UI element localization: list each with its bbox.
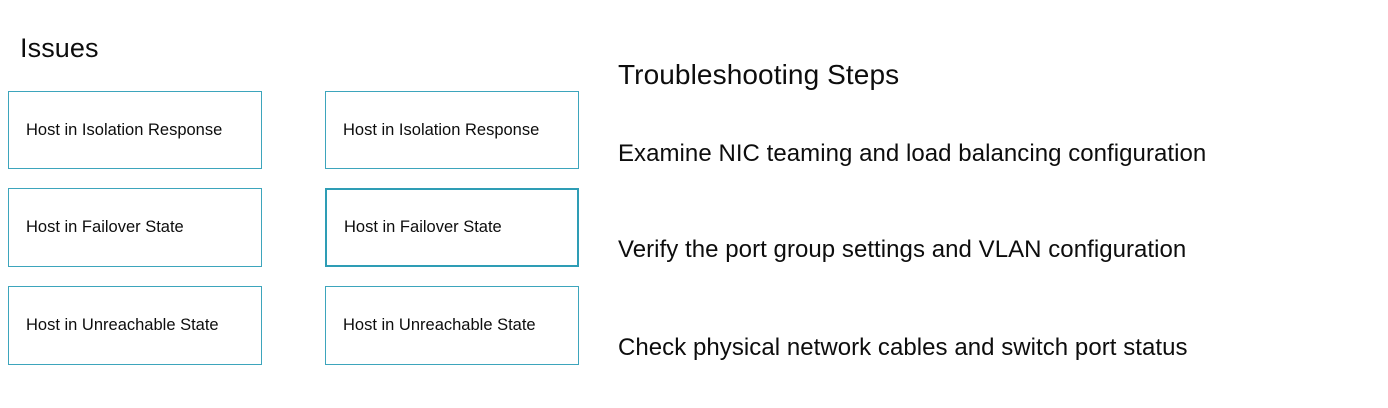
issue-column-primary: Host in Isolation Response Host in Failo… xyxy=(8,91,262,384)
troubleshooting-step-2: Verify the port group settings and VLAN … xyxy=(618,236,1187,263)
issue-box-host-in-unreachable-state[interactable]: Host in Unreachable State xyxy=(8,286,262,365)
issue-box-host-in-isolation-response[interactable]: Host in Isolation Response xyxy=(8,91,262,169)
issue-box-host-in-failover-state[interactable]: Host in Failover State xyxy=(8,188,262,267)
issue-box-label: Host in Isolation Response xyxy=(26,120,223,139)
issue-box-host-in-isolation-response[interactable]: Host in Isolation Response xyxy=(325,91,579,169)
issue-box-host-in-failover-state[interactable]: Host in Failover State xyxy=(325,188,579,267)
issue-box-label: Host in Isolation Response xyxy=(343,120,540,139)
issue-box-label: Host in Failover State xyxy=(26,218,184,236)
issue-box-label: Host in Unreachable State xyxy=(343,316,536,334)
issues-panel: Issues Host in Isolation Response Host i… xyxy=(0,0,600,408)
troubleshooting-step-1: Examine NIC teaming and load balancing c… xyxy=(618,140,1207,167)
troubleshooting-panel: Troubleshooting Steps Examine NIC teamin… xyxy=(600,0,1388,408)
troubleshooting-step-3: Check physical network cables and switch… xyxy=(618,334,1188,361)
issue-box-label: Host in Unreachable State xyxy=(26,316,219,334)
troubleshooting-title: Troubleshooting Steps xyxy=(618,58,900,90)
issue-box-label: Host in Failover State xyxy=(344,218,502,236)
issues-title: Issues xyxy=(20,33,99,64)
issue-column-secondary: Host in Isolation Response Host in Failo… xyxy=(325,91,579,384)
issue-box-host-in-unreachable-state[interactable]: Host in Unreachable State xyxy=(325,286,579,365)
